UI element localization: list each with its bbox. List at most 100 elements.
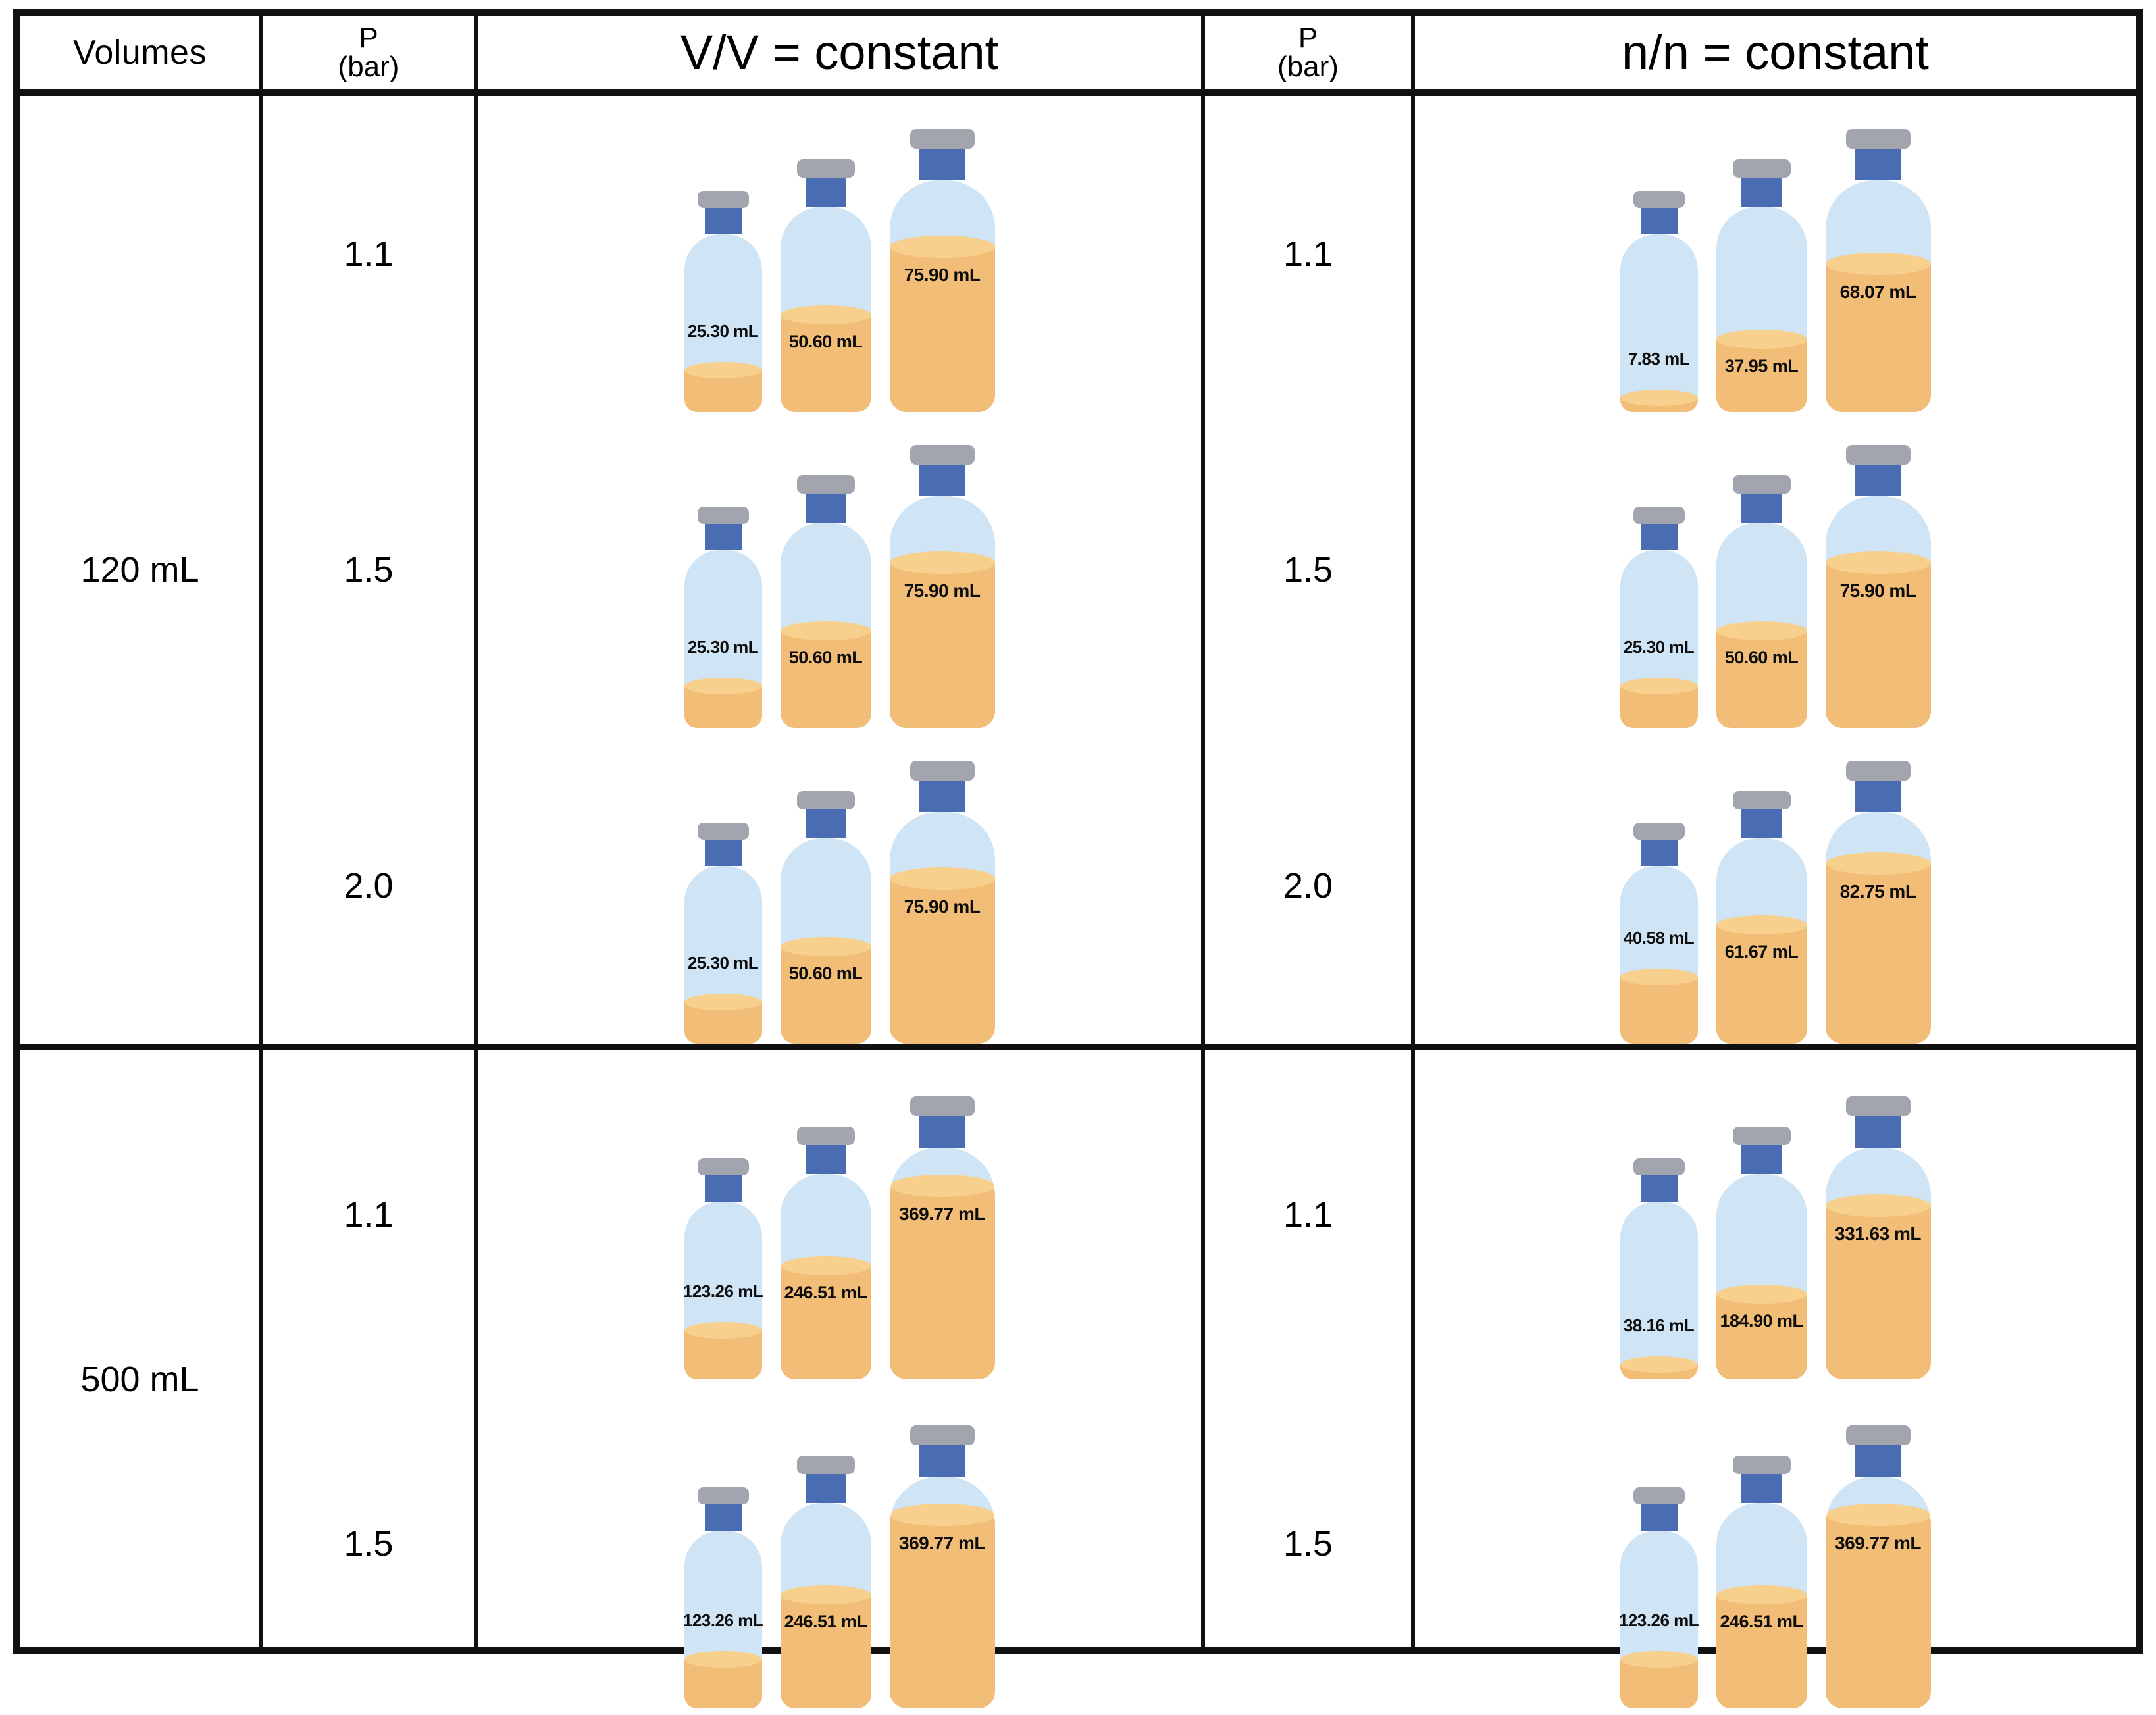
pressure-right-0-2: 2.0 [1283, 866, 1333, 906]
volume-value-label: 184.90 mL [1720, 1311, 1803, 1331]
bottle-glass [1716, 1174, 1807, 1379]
bottle-cap-icon [1732, 475, 1791, 494]
liquid-fill [889, 1175, 995, 1379]
liquid-fill [1825, 852, 1931, 1044]
bottle: 331.63 mL [1825, 1096, 1931, 1379]
bottle-glass [1716, 207, 1807, 412]
column-rule-2 [474, 16, 478, 1647]
vv-group-0-1: 25.30 mL 50.60 mL 75.90 mL [478, 412, 1201, 728]
bottle-neck [704, 840, 742, 866]
liquid-surface [889, 236, 995, 258]
bottle-neck [1855, 465, 1901, 496]
liquid-surface [684, 362, 762, 378]
bottle-glass [1716, 1503, 1807, 1708]
pressure-right-0-0: 1.1 [1283, 234, 1333, 274]
volume-value-label: 369.77 mL [899, 1204, 985, 1224]
liquid-surface [1620, 969, 1698, 985]
liquid-fill [889, 236, 995, 412]
bottle: 25.30 mL [684, 507, 762, 728]
bottle-cap-icon [910, 1096, 975, 1116]
liquid-surface [1825, 1504, 1931, 1526]
bottle-neck [1855, 1116, 1901, 1148]
volume-value-label: 37.95 mL [1724, 356, 1799, 376]
bottle-glass [889, 496, 995, 728]
column-rule-4 [1411, 16, 1415, 1647]
liquid-surface [1716, 915, 1807, 934]
liquid-surface [1825, 852, 1931, 875]
bottle-neck [805, 494, 846, 523]
liquid-surface [1620, 390, 1698, 406]
bottle: 50.60 mL [1716, 475, 1807, 728]
bottle-cap-icon [697, 823, 749, 840]
liquid-fill [780, 937, 871, 1044]
liquid-surface [889, 867, 995, 890]
bottle-neck [1640, 1175, 1678, 1202]
bottle-neck [805, 178, 846, 207]
liquid-surface [1620, 678, 1698, 694]
bottle-glass [780, 1174, 871, 1379]
bottle-neck [1741, 494, 1782, 523]
liquid-fill [1716, 915, 1807, 1044]
bottle: 40.58 mL [1620, 823, 1698, 1044]
bottle: 7.83 mL [1620, 191, 1698, 412]
bottle-cap-icon [796, 475, 855, 494]
bottle: 75.90 mL [1825, 445, 1931, 728]
liquid-fill [780, 305, 871, 412]
bottle-neck [1640, 840, 1678, 866]
pressure-left-0-0: 1.1 [344, 234, 394, 274]
bottle-cap-icon [697, 191, 749, 208]
volume-value-label: 25.30 mL [1623, 637, 1695, 657]
volume-value-label: 25.30 mL [687, 953, 759, 973]
bottle: 82.75 mL [1825, 761, 1931, 1044]
liquid-fill [1620, 1356, 1698, 1379]
column-rule-3 [1201, 16, 1205, 1647]
bottle-neck [1741, 1145, 1782, 1174]
liquid-surface [889, 1175, 995, 1197]
pressure-right-1-0: 1.1 [1283, 1195, 1333, 1235]
volume-value-label: 25.30 mL [687, 637, 759, 657]
bottle-cap-icon [910, 445, 975, 465]
bottle-cap-icon [1633, 507, 1685, 524]
liquid-surface [780, 1585, 871, 1604]
volume-value-label: 123.26 mL [682, 1281, 763, 1301]
bottle-cap-icon [1845, 445, 1911, 465]
bottle-neck [704, 1504, 742, 1531]
bottle-glass [1620, 1202, 1698, 1379]
bottle: 246.51 mL [1716, 1456, 1807, 1708]
liquid-surface [1620, 1356, 1698, 1373]
bottle: 75.90 mL [889, 761, 995, 1044]
liquid-surface [684, 1322, 762, 1339]
bottle: 25.30 mL [1620, 507, 1698, 728]
bottle: 50.60 mL [780, 475, 871, 728]
liquid-fill [780, 621, 871, 728]
liquid-fill [1620, 678, 1698, 728]
bottle-cap-icon [1732, 1456, 1791, 1474]
header-pressure-left-p: P [359, 22, 378, 54]
bottle-cap-icon [1633, 191, 1685, 208]
bottle: 369.77 mL [889, 1425, 995, 1708]
bottle-cap-icon [1732, 1127, 1791, 1145]
header-vv: V/V = constant [478, 16, 1201, 89]
volume-value-label: 75.90 mL [904, 580, 981, 601]
bottle-glass [889, 1477, 995, 1708]
liquid-fill [1620, 390, 1698, 412]
liquid-fill [780, 1256, 871, 1379]
bottle-glass [1825, 1477, 1931, 1708]
volume-value-label: 75.90 mL [1839, 580, 1916, 601]
bottle-glass [1825, 812, 1931, 1044]
bottle-neck [1741, 178, 1782, 207]
bottle-neck [919, 781, 965, 812]
volume-value-label: 331.63 mL [1835, 1223, 1921, 1244]
liquid-surface [1620, 1651, 1698, 1668]
liquid-surface [684, 678, 762, 694]
header-bottom-rule [20, 89, 2136, 96]
header-pressure-right: P (bar) [1205, 16, 1411, 89]
nn-group-0-1: 25.30 mL 50.60 mL 75.90 mL [1415, 412, 2136, 728]
